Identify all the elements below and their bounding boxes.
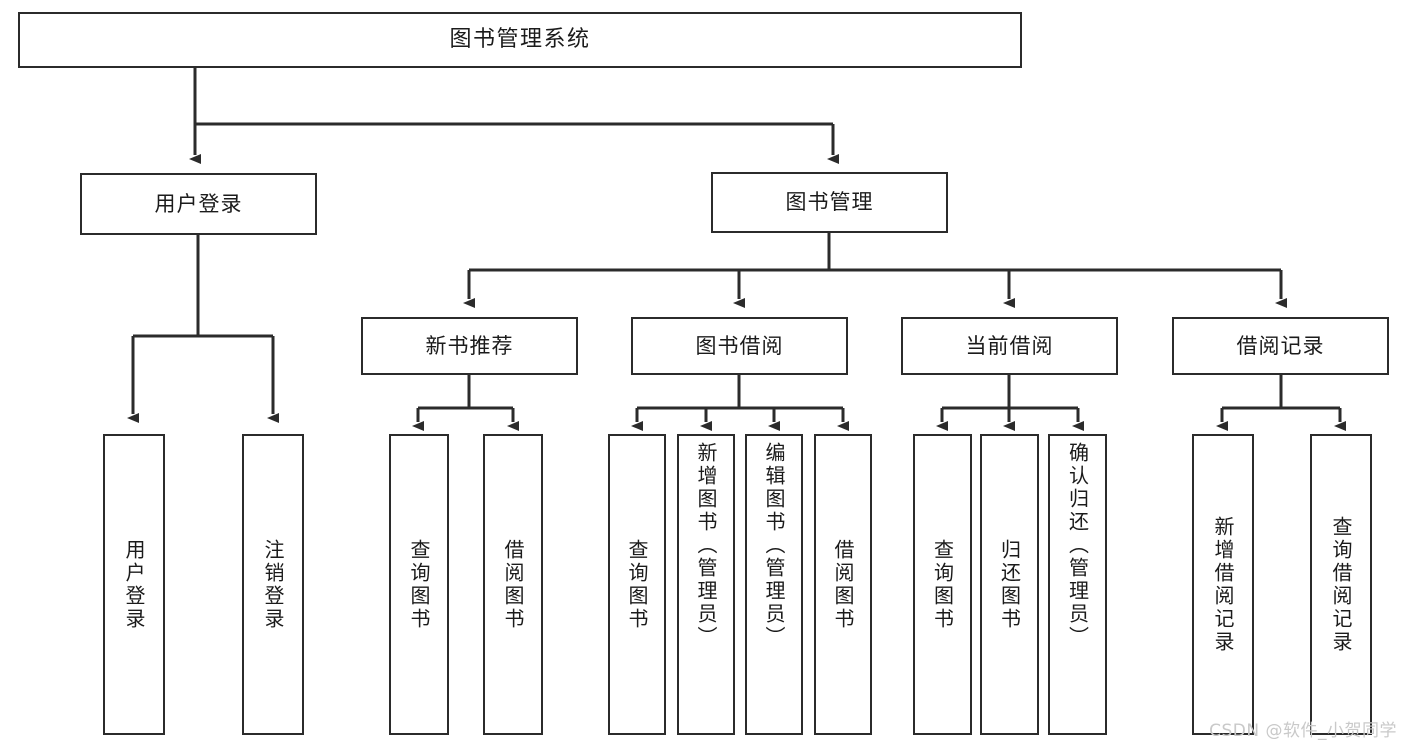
leaf-return-book[interactable]: 归还图书 [980, 434, 1039, 735]
node-label: 新增图书（管理员） [694, 442, 718, 649]
node-book-borrow[interactable]: 图书借阅 [631, 317, 848, 375]
node-label: 新书推荐 [425, 333, 514, 358]
node-label: 当前借阅 [965, 333, 1054, 358]
node-label: 查询借阅记录 [1329, 515, 1353, 654]
node-label: 图书借阅 [695, 333, 784, 358]
node-label: 用户登录 [122, 538, 146, 631]
node-book-management[interactable]: 图书管理 [711, 172, 948, 233]
node-user-login[interactable]: 用户登录 [80, 173, 317, 235]
leaf-add-book-admin[interactable]: 新增图书（管理员） [677, 434, 735, 735]
node-label: 用户登录 [154, 191, 243, 216]
node-label: 查询图书 [930, 538, 955, 631]
leaf-query-borrow-record[interactable]: 查询借阅记录 [1310, 434, 1372, 735]
node-label: 图书管理系统 [449, 27, 591, 53]
leaf-query-book-current[interactable]: 查询图书 [913, 434, 972, 735]
node-label: 查询图书 [407, 538, 431, 631]
leaf-borrow-book[interactable]: 借阅图书 [814, 434, 872, 735]
node-label: 归还图书 [997, 538, 1022, 631]
node-label: 借阅记录 [1236, 333, 1325, 358]
leaf-user-login[interactable]: 用户登录 [103, 434, 165, 735]
node-label: 新增借阅记录 [1211, 515, 1235, 654]
leaf-query-book-new[interactable]: 查询图书 [389, 434, 449, 735]
node-label: 确认归还（管理员） [1065, 442, 1090, 649]
node-new-book-recommend[interactable]: 新书推荐 [361, 317, 578, 375]
node-label: 查询图书 [625, 538, 649, 631]
node-label: 图书管理 [785, 190, 874, 215]
leaf-confirm-return-admin[interactable]: 确认归还（管理员） [1048, 434, 1107, 735]
watermark: CSDN @软件_小贺同学 [1209, 721, 1397, 741]
node-label: 借阅图书 [501, 538, 525, 631]
leaf-query-book-borrow[interactable]: 查询图书 [608, 434, 666, 735]
node-borrow-records[interactable]: 借阅记录 [1172, 317, 1389, 375]
node-label: 借阅图书 [831, 538, 855, 631]
leaf-borrow-book-new[interactable]: 借阅图书 [483, 434, 543, 735]
leaf-edit-book-admin[interactable]: 编辑图书（管理员） [745, 434, 803, 735]
node-label: 注销登录 [261, 538, 285, 631]
leaf-add-borrow-record[interactable]: 新增借阅记录 [1192, 434, 1254, 735]
node-root-system[interactable]: 图书管理系统 [18, 12, 1022, 68]
node-current-borrow[interactable]: 当前借阅 [901, 317, 1118, 375]
node-label: 编辑图书（管理员） [762, 442, 786, 649]
leaf-user-logout[interactable]: 注销登录 [242, 434, 304, 735]
